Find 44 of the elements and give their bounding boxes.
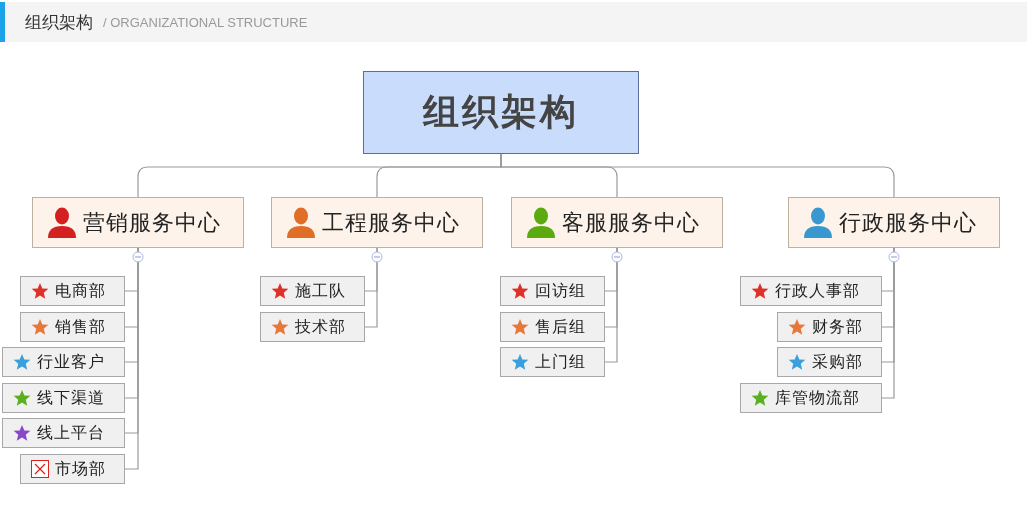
node-label: 回访组 xyxy=(535,280,586,302)
node-label: 技术部 xyxy=(295,316,346,338)
department-box xyxy=(32,197,244,248)
node-label: 电商部 xyxy=(55,280,106,302)
node-label: 财务部 xyxy=(812,316,863,338)
node-label: 行政人事部 xyxy=(775,280,860,302)
team-box xyxy=(777,312,882,342)
department-box xyxy=(271,197,483,248)
team-box xyxy=(260,312,365,342)
team-box xyxy=(500,312,605,342)
team-box xyxy=(260,276,365,306)
connector-line xyxy=(364,247,378,328)
team-box xyxy=(740,276,882,306)
team-box xyxy=(20,454,125,484)
node-label: 行业客户 xyxy=(37,351,105,373)
node-label: 行政服务中心 xyxy=(839,208,977,237)
team-box xyxy=(2,347,125,377)
team-box xyxy=(500,276,605,306)
root-box xyxy=(363,71,639,154)
team-box xyxy=(20,312,125,342)
team-box xyxy=(740,383,882,413)
node-label: 上门组 xyxy=(535,351,586,373)
node-label: 工程服务中心 xyxy=(322,208,460,237)
connector-line xyxy=(604,247,618,363)
team-box xyxy=(500,347,605,377)
node-label: 客服服务中心 xyxy=(562,208,700,237)
department-box xyxy=(788,197,1000,248)
node-label: 售后组 xyxy=(535,316,586,338)
node-label: 市场部 xyxy=(55,458,106,480)
page-title: 组织架构 xyxy=(25,11,93,34)
team-box xyxy=(2,418,125,448)
node-label: 库管物流部 xyxy=(775,387,860,409)
page-subtitle: / ORGANIZATIONAL STRUCTURE xyxy=(103,15,308,30)
node-label: 线下渠道 xyxy=(37,387,105,409)
node-label: 营销服务中心 xyxy=(83,208,221,237)
team-box xyxy=(2,383,125,413)
node-label: 组织架构 xyxy=(423,90,579,134)
team-box xyxy=(20,276,125,306)
node-label: 销售部 xyxy=(55,316,106,338)
node-label: 施工队 xyxy=(295,280,346,302)
team-box xyxy=(777,347,882,377)
node-label: 线上平台 xyxy=(37,422,105,444)
node-label: 采购部 xyxy=(812,351,863,373)
department-box xyxy=(511,197,723,248)
